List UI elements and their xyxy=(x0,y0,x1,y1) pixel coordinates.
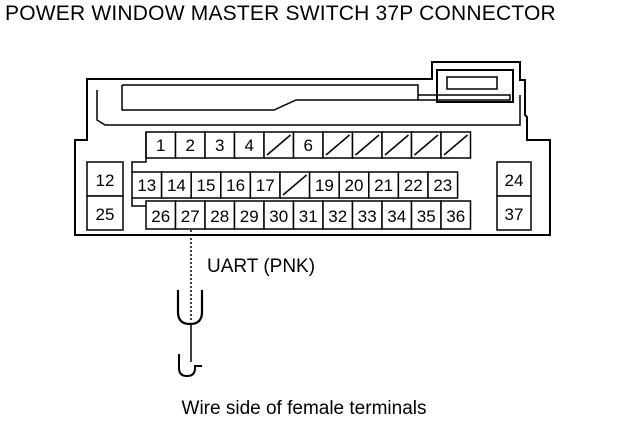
middle-row-terminal-label: 22 xyxy=(404,176,423,195)
top-row-terminal-label: 6 xyxy=(304,136,313,155)
bottom-row-terminal-label: 33 xyxy=(358,207,377,226)
middle-row-terminal-label: 17 xyxy=(256,176,275,195)
middle-row-terminal-cell xyxy=(397,171,429,199)
middle-row-terminal-cell xyxy=(190,171,222,199)
locking-tab xyxy=(122,84,511,101)
middle-row-terminal-label: 13 xyxy=(137,176,156,195)
bottom-row-terminals: 26 27 28 29 30 31 32 33 34 35 36 xyxy=(145,200,472,230)
probe-icon xyxy=(176,290,204,326)
middle-row-terminal-cell xyxy=(308,171,340,199)
terminal-cell-right-lower xyxy=(496,195,532,231)
top-row-terminal-cell xyxy=(292,131,324,159)
top-row-terminal-label: 1 xyxy=(156,136,165,155)
bottom-row-terminal-cell xyxy=(381,200,413,230)
middle-row-terminal-cell xyxy=(220,171,252,199)
middle-row-terminal-label: 16 xyxy=(226,176,245,195)
terminal-panel-outline xyxy=(131,132,147,207)
bottom-row-terminal-label: 31 xyxy=(299,207,318,226)
wire-label: UART (PNK) xyxy=(207,256,316,277)
bottom-row-terminal-label: 34 xyxy=(387,207,406,226)
top-row-terminal-cell xyxy=(204,131,236,159)
connector-housing xyxy=(74,61,551,236)
bottom-row-terminal-cell xyxy=(174,200,206,230)
bottom-row-terminal-label: 30 xyxy=(269,207,288,226)
terminal-label-left-lower: 25 xyxy=(96,205,115,224)
middle-row-terminal-label: 19 xyxy=(315,176,334,195)
terminal-label-right-lower: 37 xyxy=(505,205,524,224)
middle-row-terminal-cell xyxy=(368,171,400,199)
probe-tip-icon xyxy=(178,354,202,378)
bottom-row-terminal-label: 26 xyxy=(151,207,170,226)
terminal-cell-left-lower xyxy=(86,195,124,231)
bottom-row-terminal-label: 32 xyxy=(328,207,347,226)
bottom-row-terminal-cell xyxy=(440,200,472,230)
terminal-cell-right-upper xyxy=(496,161,532,197)
lock-slot xyxy=(436,69,514,103)
terminal-label-right-upper: 24 xyxy=(505,171,524,190)
unused-terminal-slash xyxy=(266,134,291,156)
middle-row-terminal-cell xyxy=(427,171,459,199)
top-row-terminal-label: 3 xyxy=(215,136,224,155)
middle-row-terminals: 13 14 15 16 17 19 20 21 22 23 xyxy=(131,171,459,199)
bottom-row-terminal-cell xyxy=(322,200,354,230)
unused-terminal-slash xyxy=(325,134,350,156)
middle-row-terminal-label: 20 xyxy=(345,176,364,195)
bottom-row-terminal-cell xyxy=(292,200,324,230)
bottom-row-terminal-cell xyxy=(351,200,383,230)
bottom-row-terminal-label: 28 xyxy=(210,207,229,226)
connector-inner-outline xyxy=(96,90,521,126)
middle-row-terminal-label: 15 xyxy=(197,176,216,195)
bottom-row-terminal-cell xyxy=(204,200,236,230)
bottom-row-terminal-label: 36 xyxy=(446,207,465,226)
terminal-cell-left-upper xyxy=(86,161,124,197)
top-row-terminal-cell xyxy=(145,131,177,159)
top-row-terminals: 1 2 3 4 6 xyxy=(145,131,472,159)
middle-row-terminal-label: 14 xyxy=(167,176,186,195)
unused-terminal-slash xyxy=(414,134,439,156)
diagram-caption: Wire side of female terminals xyxy=(181,398,427,419)
diagram-title: POWER WINDOW MASTER SWITCH 37P CONNECTOR xyxy=(5,2,556,25)
top-row-terminal-label: 4 xyxy=(245,136,254,155)
lock-slot-inner xyxy=(446,76,498,90)
bottom-row-terminal-label: 27 xyxy=(181,207,200,226)
unused-terminal-slash xyxy=(443,134,468,156)
unused-terminal-slash xyxy=(282,174,308,196)
middle-row-terminal-cell xyxy=(160,171,192,199)
middle-row-terminal-label: 21 xyxy=(374,176,393,195)
bottom-row-terminal-label: 35 xyxy=(417,207,436,226)
bottom-row-terminal-label: 29 xyxy=(240,207,259,226)
top-row-terminal-cell xyxy=(174,131,206,159)
top-row-terminal-label: 2 xyxy=(186,136,195,155)
unused-terminal-slash xyxy=(384,134,409,156)
locking-tab-body xyxy=(121,85,418,111)
unused-terminal-slash xyxy=(355,134,380,156)
terminal-label-left-upper: 12 xyxy=(96,171,115,190)
middle-row-terminal-label: 23 xyxy=(433,176,452,195)
middle-row-terminal-cell xyxy=(131,171,163,199)
